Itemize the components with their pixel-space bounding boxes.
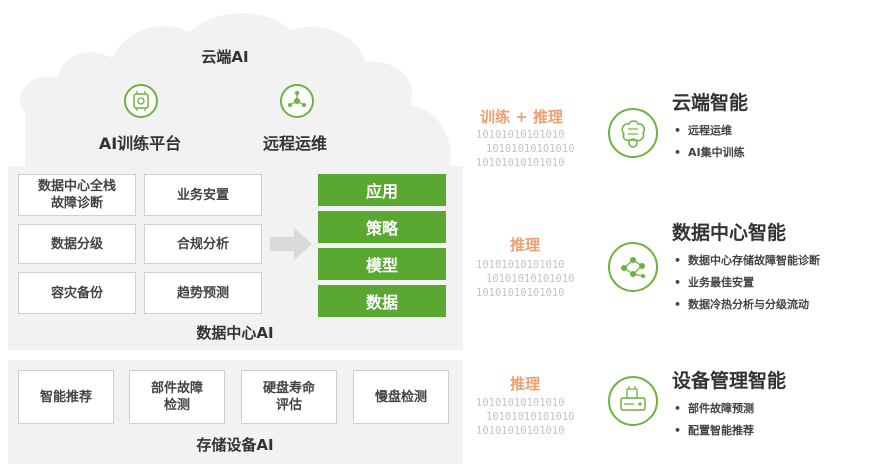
stack-layer-data: 数据 (318, 285, 446, 317)
binary-line: 10101010101010 (476, 287, 565, 299)
storage-box-label: 部件故障 检测 (150, 381, 203, 413)
storage-box-slow-disk-detect: 慢盘检测 (353, 370, 449, 424)
dc-box-trend-prediction: 趋势预测 (144, 272, 262, 314)
list-item: 部件故障预测 (674, 398, 754, 420)
dc-box-disaster-backup: 容灾备份 (18, 272, 136, 314)
dc-box-label: 趋势预测 (176, 285, 229, 301)
binary-stream-1: 10101010101010 10101010101010 1010101010… (476, 128, 575, 170)
binary-stream-3: 10101010101010 10101010101010 1010101010… (476, 396, 575, 438)
device-intelligence-title: 设备管理智能 (672, 370, 787, 392)
stack-layer-policy: 策略 (318, 211, 446, 243)
dc-box-data-tiering: 数据分级 (18, 224, 136, 264)
list-item: AI集中训练 (674, 142, 745, 164)
ai-chip-icon (124, 84, 158, 118)
binary-line: 10101010101010 (476, 129, 565, 141)
storage-box-label: 智能推荐 (39, 389, 92, 405)
stack-layer-label: 策略 (365, 219, 398, 238)
list-item: 业务最佳安置 (674, 272, 820, 294)
storage-ai-title: 存储设备AI (196, 436, 274, 454)
cloud-intelligence-title: 云端智能 (672, 92, 749, 114)
storage-box-label: 慢盘检测 (374, 389, 427, 405)
binary-line: 10101010101010 (476, 259, 565, 271)
list-item: 数据冷热分析与分级流动 (674, 294, 820, 316)
storage-box-part-fault-detect: 部件故障 检测 (129, 370, 225, 424)
datacenter-intelligence-title: 数据中心智能 (672, 222, 787, 244)
cloud-shape (19, 13, 451, 168)
storage-box-disk-life-eval: 硬盘寿命 评估 (241, 370, 337, 424)
network-nodes-icon (608, 242, 658, 292)
binary-line: 10101010101010 (476, 157, 565, 169)
dc-box-label: 容灾备份 (50, 285, 103, 301)
list-item: 远程运维 (674, 120, 745, 142)
datacenter-intelligence-list: 数据中心存储故障智能诊断 业务最佳安置 数据冷热分析与分级流动 (674, 250, 820, 316)
dc-box-label: 合规分析 (176, 236, 229, 252)
infer-label-device: 推理 (510, 375, 541, 393)
dc-box-label: 业务安置 (176, 187, 229, 203)
stack-layer-label: 应用 (365, 182, 398, 201)
dc-box-fault-diagnosis: 数据中心全栈 故障诊断 (18, 174, 136, 216)
infer-label-dc: 推理 (510, 236, 541, 254)
stack-layer-label: 数据 (365, 293, 398, 312)
dc-box-compliance-analysis: 合规分析 (144, 224, 262, 264)
remote-ops-label: 远程运维 (262, 134, 327, 153)
cloud-ai-title: 云端AI (201, 48, 249, 66)
dc-box-label: 数据中心全栈 故障诊断 (37, 179, 116, 211)
storage-box-smart-recommend: 智能推荐 (18, 370, 114, 424)
binary-line: 10101010101010 (486, 411, 575, 423)
arrow-right-icon (270, 228, 312, 260)
dc-box-label: 数据分级 (50, 236, 103, 252)
datacenter-ai-title: 数据中心AI (196, 324, 274, 342)
stack-layer-model: 模型 (318, 248, 446, 280)
storage-box-label: 硬盘寿命 评估 (262, 381, 315, 413)
train-infer-label: 训练 + 推理 (480, 108, 564, 126)
binary-line: 10101010101010 (486, 143, 575, 155)
list-item: 配置智能推荐 (674, 420, 754, 442)
device-chip-icon (608, 376, 658, 426)
brain-gear-icon (608, 108, 658, 158)
binary-line: 10101010101010 (486, 273, 575, 285)
binary-stream-2: 10101010101010 10101010101010 1010101010… (476, 258, 575, 300)
stack-layer-label: 模型 (365, 256, 398, 275)
network-nodes-icon (280, 84, 314, 118)
binary-line: 10101010101010 (476, 397, 565, 409)
dc-box-service-placement: 业务安置 (144, 174, 262, 216)
binary-line: 10101010101010 (476, 425, 565, 437)
ai-training-platform-label: AI训练平台 (98, 134, 182, 153)
device-intelligence-list: 部件故障预测 配置智能推荐 (674, 398, 754, 442)
list-item: 数据中心存储故障智能诊断 (674, 250, 820, 272)
stack-layer-application: 应用 (318, 174, 446, 206)
cloud-intelligence-list: 远程运维 AI集中训练 (674, 120, 745, 164)
